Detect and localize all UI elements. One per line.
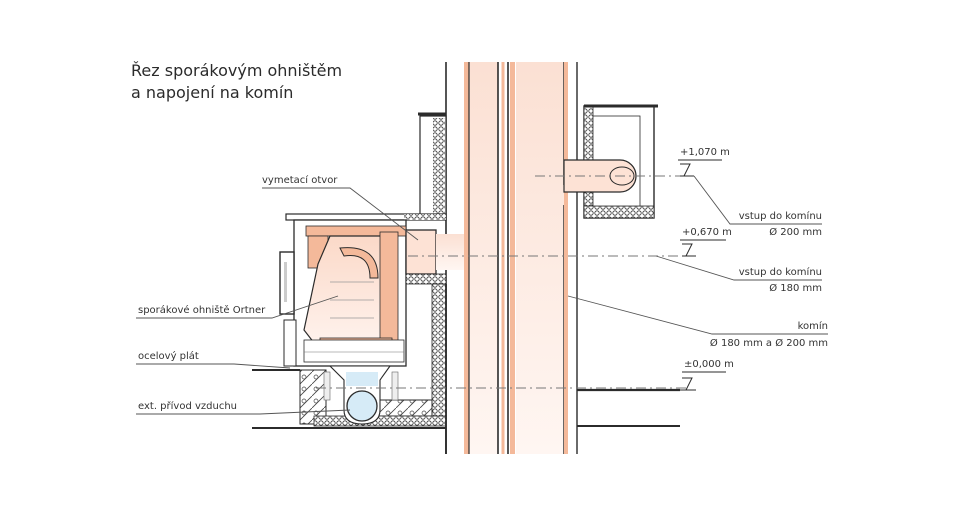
chimney-flue-left [445,62,505,454]
left-wall [418,112,447,217]
label-inlet-180-size: Ø 180 mm [769,283,822,294]
flue-connector [405,229,464,285]
stove-body [279,219,407,367]
air-supply-duct [323,365,399,425]
level-upper: +1,070 m [680,147,730,158]
leader-lines [136,175,828,415]
label-chimney-size: Ø 180 mm a Ø 200 mm [709,338,828,349]
label-chimney-title: komín [797,321,828,332]
label-steel-plate: ocelový plát [138,351,199,362]
base-structure [252,283,680,454]
chimney-flue-right [507,62,578,454]
stove-top [285,213,447,221]
label-inlet-180-title: vstup do komínu [738,267,822,278]
diagram-title: Řez sporákovým ohništěm a napojení na ko… [131,60,342,104]
upper-stove-box [563,104,658,219]
label-sweep-opening: vymetací otvor [262,175,338,186]
level-middle: +0,670 m [682,227,732,238]
label-stove-firebox: sporákové ohniště Ortner [138,305,266,316]
label-inlet-200-size: Ø 200 mm [769,227,822,238]
label-air-supply: ext. přívod vzduchu [138,401,237,412]
level-ground: ±0,000 m [684,359,734,370]
title-line-1: Řez sporákovým ohništěm [131,61,343,80]
level-marks [678,159,726,391]
title-line-2: a napojení na komín [131,83,294,102]
axis-lines [316,175,695,389]
label-inlet-200-title: vstup do komínu [738,211,822,222]
